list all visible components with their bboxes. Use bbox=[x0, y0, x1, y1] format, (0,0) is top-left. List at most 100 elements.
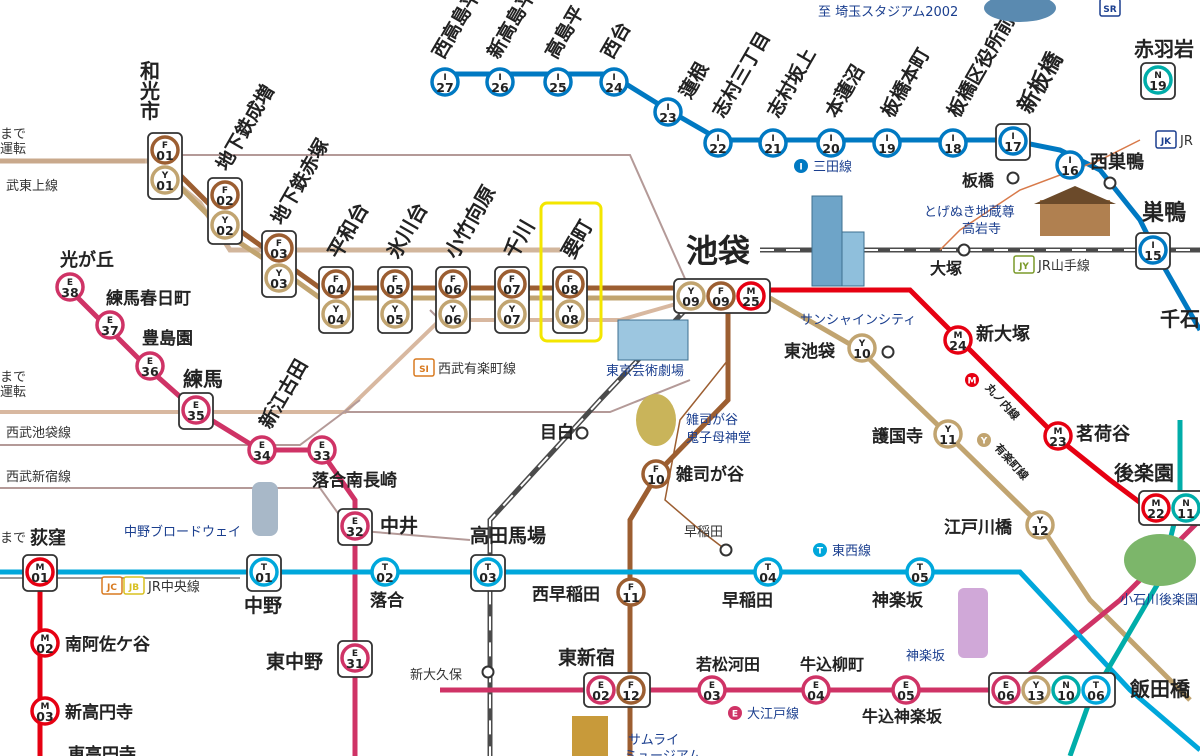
station-number-y06[interactable]: Y06 bbox=[438, 299, 468, 329]
station-number-n11[interactable]: N11 bbox=[1171, 493, 1200, 523]
station-number-i17[interactable]: I17 bbox=[998, 126, 1028, 156]
station-number-y04[interactable]: Y04 bbox=[321, 299, 351, 329]
station-number-f04[interactable]: F04 bbox=[321, 269, 351, 299]
station-box[interactable]: E32 bbox=[337, 508, 373, 546]
station-number-f11[interactable]: F11 bbox=[616, 577, 646, 607]
station-label-nerima: 練馬 bbox=[183, 367, 223, 391]
svg-text:F: F bbox=[450, 275, 456, 285]
station-number-m02[interactable]: M02 bbox=[30, 628, 60, 658]
station-number-e31[interactable]: E31 bbox=[340, 643, 370, 673]
station-number-m22[interactable]: M22 bbox=[1141, 493, 1171, 523]
waseda-toden-dot[interactable] bbox=[719, 543, 733, 557]
station-number-i16[interactable]: I16 bbox=[1055, 150, 1085, 180]
station-number-f07[interactable]: F07 bbox=[497, 269, 527, 299]
station-number-f06[interactable]: F06 bbox=[438, 269, 468, 299]
station-number-i27[interactable]: I27 bbox=[430, 67, 460, 97]
kagurazaka-area-label: 神楽坂 bbox=[906, 648, 945, 664]
station-number-m03[interactable]: M03 bbox=[30, 696, 60, 726]
station-number-t02[interactable]: T02 bbox=[370, 557, 400, 587]
station-number-i15[interactable]: I15 bbox=[1138, 235, 1168, 265]
station-box[interactable]: T01 bbox=[246, 554, 282, 592]
higashi-ikebukuro-dot[interactable] bbox=[881, 345, 895, 359]
station-number-f02[interactable]: F02 bbox=[210, 180, 240, 210]
station-number-e05[interactable]: E05 bbox=[891, 675, 921, 705]
svg-text:17: 17 bbox=[1004, 139, 1021, 154]
station-number-f12[interactable]: F12 bbox=[616, 675, 646, 705]
station-number-e06[interactable]: E06 bbox=[991, 675, 1021, 705]
station-number-i19[interactable]: I19 bbox=[872, 128, 902, 158]
station-box[interactable]: N19 bbox=[1140, 62, 1176, 100]
station-number-i20[interactable]: I20 bbox=[816, 128, 846, 158]
station-box[interactable]: E31 bbox=[337, 640, 373, 678]
station-number-y13[interactable]: Y13 bbox=[1021, 675, 1051, 705]
station-number-n10[interactable]: N10 bbox=[1051, 675, 1081, 705]
station-number-y02[interactable]: Y02 bbox=[210, 210, 240, 240]
station-number-i24[interactable]: I24 bbox=[599, 67, 629, 97]
station-number-m23[interactable]: M23 bbox=[1043, 421, 1073, 451]
svg-text:34: 34 bbox=[253, 448, 271, 463]
station-number-y07[interactable]: Y07 bbox=[497, 299, 527, 329]
nishi-sugamo-dot[interactable] bbox=[1103, 176, 1117, 190]
station-number-e37[interactable]: E37 bbox=[95, 310, 125, 340]
station-number-y12[interactable]: Y12 bbox=[1025, 510, 1055, 540]
station-number-y03[interactable]: Y03 bbox=[264, 263, 294, 293]
station-number-i26[interactable]: I26 bbox=[485, 67, 515, 97]
station-box[interactable]: I15 bbox=[1135, 232, 1171, 270]
station-number-m25[interactable]: M25 bbox=[736, 281, 766, 311]
station-number-y11[interactable]: Y11 bbox=[933, 419, 963, 449]
station-number-e38[interactable]: E38 bbox=[55, 272, 85, 302]
station-number-e36[interactable]: E36 bbox=[135, 351, 165, 381]
station-number-n19[interactable]: N19 bbox=[1143, 65, 1173, 95]
station-number-i25[interactable]: I25 bbox=[543, 67, 573, 97]
station-box[interactable]: T03 bbox=[470, 554, 506, 592]
station-number-y05[interactable]: Y05 bbox=[380, 299, 410, 329]
station-number-y09[interactable]: Y09 bbox=[676, 281, 706, 311]
station-number-i18[interactable]: I18 bbox=[938, 128, 968, 158]
station-number-i21[interactable]: I21 bbox=[758, 128, 788, 158]
shin-okubo-dot[interactable] bbox=[481, 665, 495, 679]
station-number-e02[interactable]: E02 bbox=[586, 675, 616, 705]
station-number-t03[interactable]: T03 bbox=[473, 557, 503, 587]
station-box[interactable]: M01 bbox=[22, 554, 58, 592]
station-box[interactable]: I17 bbox=[995, 123, 1031, 161]
station-number-f10[interactable]: F10 bbox=[641, 459, 671, 489]
station-number-e04[interactable]: E04 bbox=[801, 675, 831, 705]
station-number-y08[interactable]: Y08 bbox=[555, 299, 585, 329]
station-number-f09[interactable]: F09 bbox=[706, 281, 736, 311]
otsuka-dot[interactable] bbox=[957, 243, 971, 257]
station-number-y10[interactable]: Y10 bbox=[847, 333, 877, 363]
station-number-i23[interactable]: I23 bbox=[653, 97, 683, 127]
station-number-e32[interactable]: E32 bbox=[340, 511, 370, 541]
station-number-f01[interactable]: F01 bbox=[150, 135, 180, 165]
itabashi-dot[interactable] bbox=[1006, 171, 1020, 185]
station-number-y01[interactable]: Y01 bbox=[150, 165, 180, 195]
station-number-e35[interactable]: E35 bbox=[181, 395, 211, 425]
station-number-t05[interactable]: T05 bbox=[905, 557, 935, 587]
station-box[interactable]: E35 bbox=[178, 392, 214, 430]
station-number-f08[interactable]: F08 bbox=[555, 269, 585, 299]
station-number-f03[interactable]: F03 bbox=[264, 233, 294, 263]
station-number-e03[interactable]: E03 bbox=[697, 675, 727, 705]
station-number-i22[interactable]: I22 bbox=[703, 128, 733, 158]
station-number-m24[interactable]: M24 bbox=[943, 325, 973, 355]
station-number-t04[interactable]: T04 bbox=[753, 557, 783, 587]
mejiro-dot[interactable] bbox=[575, 426, 589, 440]
station-number-t01[interactable]: T01 bbox=[249, 557, 279, 587]
station-number-e33[interactable]: E33 bbox=[307, 435, 337, 465]
station-number-e34[interactable]: E34 bbox=[247, 435, 277, 465]
station-number-t06[interactable]: T06 bbox=[1081, 675, 1111, 705]
station-number-f05[interactable]: F05 bbox=[380, 269, 410, 299]
station-number-m01[interactable]: M01 bbox=[25, 557, 55, 587]
